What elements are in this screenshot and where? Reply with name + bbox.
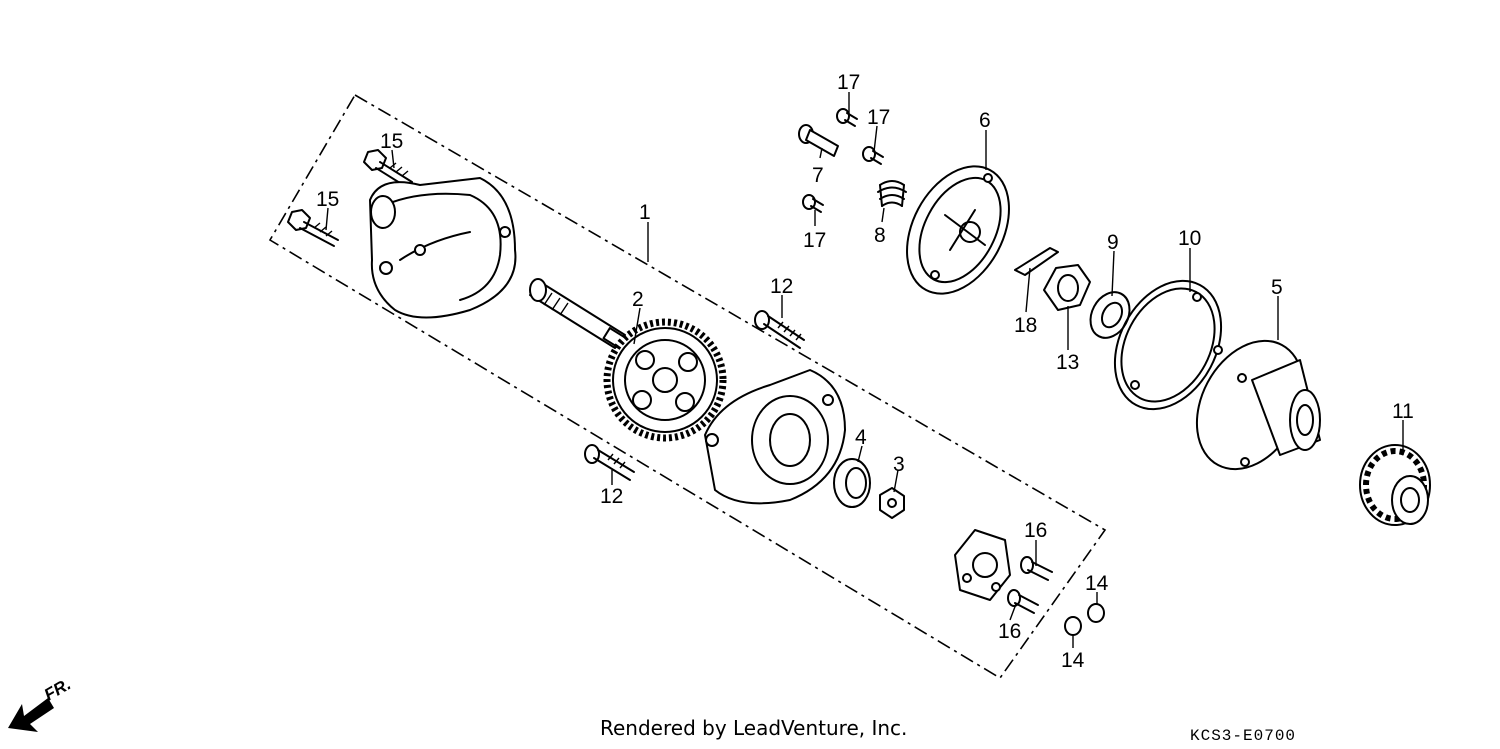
part-14-oring-b[interactable] [1064, 616, 1082, 636]
part-12-bolt-lower[interactable] [584, 444, 635, 481]
callout-17-low: 17 [803, 229, 826, 252]
pump-cover [369, 177, 517, 319]
part-16-plate [954, 529, 1011, 601]
part-17-screw-top[interactable] [836, 108, 858, 127]
part-16-screw-lower[interactable] [1007, 589, 1039, 614]
callout-17-mid: 17 [867, 106, 890, 129]
callout-14-upper: 14 [1085, 572, 1109, 595]
part-15-bolt-lower[interactable] [287, 209, 339, 247]
part-10-gasket[interactable] [1094, 262, 1243, 427]
pump-shaft [529, 278, 630, 351]
callout-16-upper: 16 [1024, 519, 1047, 542]
part-17-screw-mid[interactable] [862, 146, 884, 165]
footer-credit: Rendered by LeadVenture, Inc. [600, 716, 908, 740]
callout-12-lower: 12 [600, 485, 623, 508]
callout-7: 7 [812, 164, 824, 187]
callout-4: 4 [855, 426, 867, 449]
part-3-inner-rotor[interactable] [879, 487, 905, 519]
callout-14-lower: 14 [1061, 649, 1085, 672]
callout-11: 11 [1392, 400, 1414, 423]
pump-body [704, 369, 846, 505]
part-14-oring-a[interactable] [1087, 603, 1105, 623]
callout-18: 18 [1014, 314, 1037, 337]
callout-9: 9 [1107, 231, 1119, 254]
part-12-bolt-upper[interactable] [754, 310, 805, 349]
callout-13: 13 [1056, 351, 1079, 374]
leader-lines [325, 92, 1404, 648]
callout-17-top: 17 [837, 71, 860, 94]
callout-16-lower: 16 [998, 620, 1021, 643]
callout-6: 6 [979, 109, 991, 132]
callout-12-upper: 12 [770, 275, 793, 298]
callout-10: 10 [1178, 227, 1201, 250]
callout-15-upper: 15 [380, 130, 403, 153]
front-direction-arrow-icon [8, 698, 54, 732]
part-4-outer-rotor[interactable] [833, 458, 871, 508]
part-8-spring[interactable] [877, 180, 907, 207]
callout-2: 2 [632, 288, 644, 311]
part-2-gear[interactable] [603, 318, 727, 442]
part-11-gear[interactable] [1359, 444, 1431, 526]
part-17-screw-low[interactable] [802, 194, 824, 213]
callout-8: 8 [874, 224, 886, 247]
assembly-boundary [268, 93, 1107, 680]
callout-5: 5 [1271, 276, 1283, 299]
callout-15-lower: 15 [316, 188, 339, 211]
callout-3: 3 [893, 453, 905, 476]
part-5-flange-hub[interactable] [1176, 322, 1325, 487]
part-7-pin[interactable] [798, 124, 839, 157]
part-18-clip[interactable] [1014, 247, 1059, 276]
part-13-nut[interactable] [1043, 264, 1091, 311]
part-16-screw-upper[interactable] [1020, 556, 1053, 581]
callout-1: 1 [639, 201, 651, 224]
part-6-cover[interactable] [886, 149, 1029, 311]
diagram-code: KCS3-E0700 [1190, 727, 1297, 745]
